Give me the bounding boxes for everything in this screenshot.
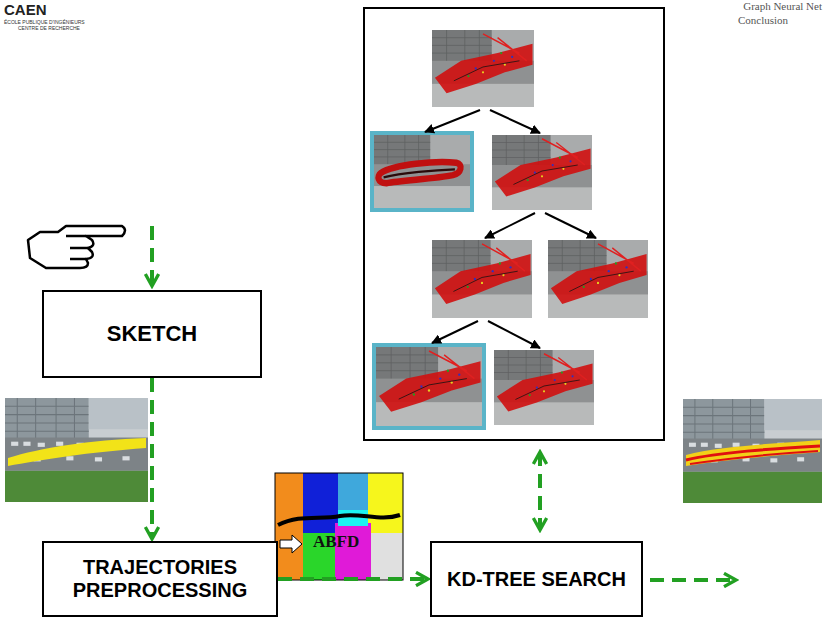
text-label: Conclusion	[738, 14, 788, 26]
text-label: ABFD	[313, 532, 359, 552]
process-box: KD-TREE SEARCH	[430, 541, 643, 617]
process-box: SKETCH	[42, 290, 262, 378]
text-label: CENTRE DE RECHERCHE	[18, 25, 80, 31]
text-label: Graph Neural Net	[743, 0, 822, 12]
text-label: CAEN	[4, 1, 47, 18]
box-label: TRAJECTORIES PREPROCESSING	[44, 556, 276, 602]
box-label: KD-TREE SEARCH	[447, 568, 626, 591]
process-box: TRAJECTORIES PREPROCESSING	[42, 541, 278, 617]
flow-arrow	[150, 378, 154, 539]
flow-arrow	[278, 577, 428, 581]
text-label: ÉCOLE PUBLIQUE D'INGÉNIEURS	[4, 19, 85, 25]
box-label: SKETCH	[107, 321, 197, 346]
